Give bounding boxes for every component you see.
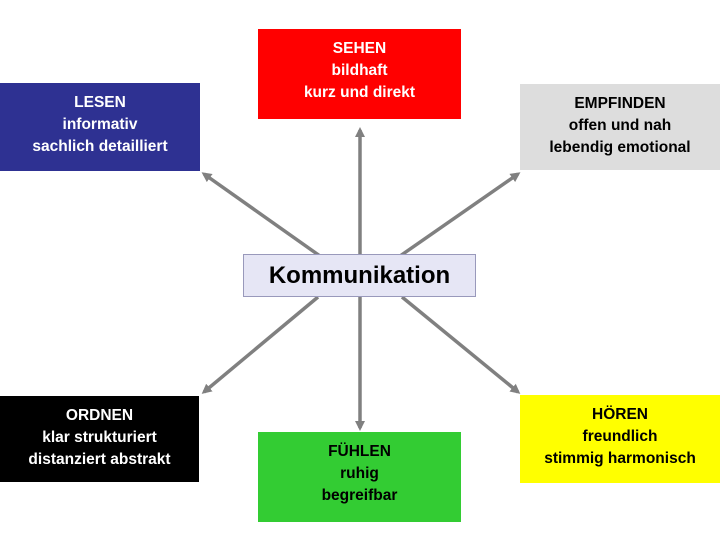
box-ordnen-line1: klar strukturiert <box>42 429 157 446</box>
box-hoeren-title: HÖREN <box>592 406 648 423</box>
box-empfinden-line2: lebendig emotional <box>549 139 691 156</box>
box-fuehlen: FÜHLEN ruhig begreifbar <box>258 432 461 522</box>
box-empfinden-line1: offen und nah <box>568 117 672 134</box>
box-sehen: SEHEN bildhaft kurz und direkt <box>258 29 461 119</box>
box-ordnen: ORDNEN klar strukturiert distanziert abs… <box>0 396 199 482</box>
box-ordnen-title: ORDNEN <box>65 407 134 424</box>
box-fuehlen-line2: begreifbar <box>321 487 398 504</box>
box-hoeren: HÖREN freundlich stimmig harmonisch <box>520 395 720 483</box>
box-lesen-title: LESEN <box>74 94 126 111</box>
arrow-to-ordnen <box>201 295 320 394</box>
arrow-to-lesen <box>201 172 322 258</box>
box-empfinden: EMPFINDEN offen und nah lebendig emotion… <box>520 84 720 170</box>
arrow-to-empfinden <box>399 172 521 258</box>
box-sehen-title: SEHEN <box>332 40 387 57</box>
box-lesen: LESEN informativ sachlich detailliert <box>0 83 200 171</box>
box-hoeren-line2: stimmig harmonisch <box>544 450 696 467</box>
box-hoeren-line1: freundlich <box>582 428 658 445</box>
box-fuehlen-line1: ruhig <box>340 465 379 482</box>
box-lesen-line2: sachlich detailliert <box>32 138 168 155</box>
center-label: Kommunikation <box>268 261 451 289</box>
center-box-kommunikation: Kommunikation <box>243 254 476 297</box>
box-lesen-line1: informativ <box>62 116 138 133</box>
box-empfinden-title: EMPFINDEN <box>574 95 666 112</box>
box-ordnen-line2: distanziert abstrakt <box>28 451 171 468</box>
box-fuehlen-title: FÜHLEN <box>328 443 391 460</box>
box-sehen-line1: bildhaft <box>331 62 388 79</box>
arrow-to-hoeren <box>400 295 521 394</box>
box-sehen-line2: kurz und direkt <box>303 84 416 101</box>
